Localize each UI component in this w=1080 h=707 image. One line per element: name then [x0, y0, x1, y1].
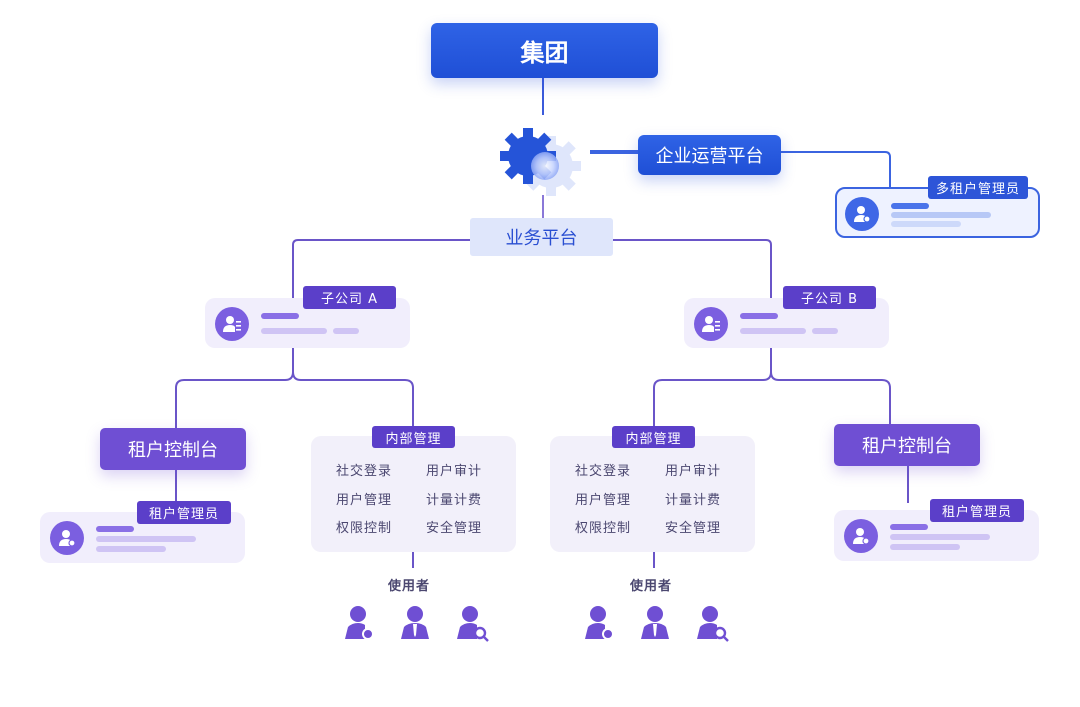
subsidiary-a-card: [205, 298, 410, 348]
right-internal-item: 安全管理: [665, 521, 722, 536]
connector-sub-a-console: [175, 348, 294, 430]
left-internal-tag: 内部管理: [372, 426, 455, 448]
enterprise-platform-label: 企业运营平台: [655, 146, 764, 167]
connector-business-sub-b: [612, 239, 772, 300]
admin-avatar-icon: [845, 197, 879, 231]
subsidiary-a-avatar-icon: [215, 307, 249, 341]
right-internal-item: 用户管理: [575, 493, 632, 508]
left-tenant-console-node: 租户控制台: [100, 428, 246, 470]
right-tenant-admin-tag: 租户管理员: [930, 499, 1024, 522]
right-internal-item: 用户审计: [665, 464, 722, 479]
business-platform-label: 业务平台: [505, 228, 578, 249]
user-search-icon: [697, 606, 729, 642]
left-internal-item: 安全管理: [426, 521, 483, 536]
user-settings-icon: [585, 606, 614, 640]
right-internal-panel: 社交登录 用户审计 用户管理 计量计费 权限控制 安全管理: [550, 436, 755, 552]
left-internal-item: 用户管理: [336, 493, 393, 508]
right-internal-item: 权限控制: [575, 521, 632, 536]
left-internal-item: 用户审计: [426, 464, 483, 479]
subsidiary-b-tag: 子公司 B: [783, 286, 876, 309]
subsidiary-a-label: 子公司 A: [320, 292, 379, 307]
right-tenant-admin-label: 租户管理员: [941, 505, 1012, 520]
user-business-icon: [401, 606, 429, 639]
left-internal-item: 权限控制: [336, 521, 393, 536]
connector-sub-b-internal: [653, 348, 772, 428]
right-internal-tag: 内部管理: [612, 426, 695, 448]
group-node: 集团: [431, 23, 658, 78]
left-tenant-console-label: 租户控制台: [128, 440, 218, 461]
subsidiary-b-label: 子公司 B: [800, 292, 859, 307]
multi-tenant-admin-label: 多租户管理员: [935, 182, 1020, 197]
multi-tenant-admin-tag: 多租户管理员: [928, 176, 1028, 199]
connector-sub-b-console: [770, 371, 891, 425]
right-users-label: 使用者: [630, 579, 673, 594]
subsidiary-a-tag: 子公司 A: [303, 286, 396, 309]
business-platform-node: 业务平台: [470, 218, 613, 256]
right-users-icons: [580, 605, 730, 643]
left-users-icons: [340, 605, 490, 643]
left-internal-panel: 社交登录 用户审计 用户管理 计量计费 权限控制 安全管理: [311, 436, 516, 552]
enterprise-platform-node: 企业运营平台: [638, 135, 781, 175]
left-tenant-admin-tag: 租户管理员: [137, 501, 231, 524]
connector-sub-a-internal: [292, 371, 414, 428]
right-internal-item: 社交登录: [575, 464, 632, 479]
right-tenant-console-node: 租户控制台: [834, 424, 980, 466]
user-settings-icon: [345, 606, 374, 640]
gear-icon: [495, 122, 585, 202]
right-internal-title: 内部管理: [625, 431, 682, 447]
left-tenant-admin-avatar-icon: [50, 521, 84, 555]
subsidiary-b-avatar-icon: [694, 307, 728, 341]
user-search-icon: [457, 606, 489, 642]
right-tenant-console-label: 租户控制台: [862, 436, 952, 457]
connector-enterprise-admin: [780, 151, 891, 190]
connector-business-sub-a: [292, 239, 470, 300]
group-label: 集团: [520, 39, 569, 67]
right-internal-item: 计量计费: [665, 493, 722, 508]
user-business-icon: [641, 606, 669, 639]
left-internal-item: 社交登录: [336, 464, 393, 479]
left-users-label: 使用者: [388, 579, 431, 594]
left-tenant-admin-label: 租户管理员: [148, 507, 219, 522]
right-tenant-admin-avatar-icon: [844, 519, 878, 553]
left-internal-item: 计量计费: [426, 493, 483, 508]
left-internal-title: 内部管理: [385, 431, 442, 447]
